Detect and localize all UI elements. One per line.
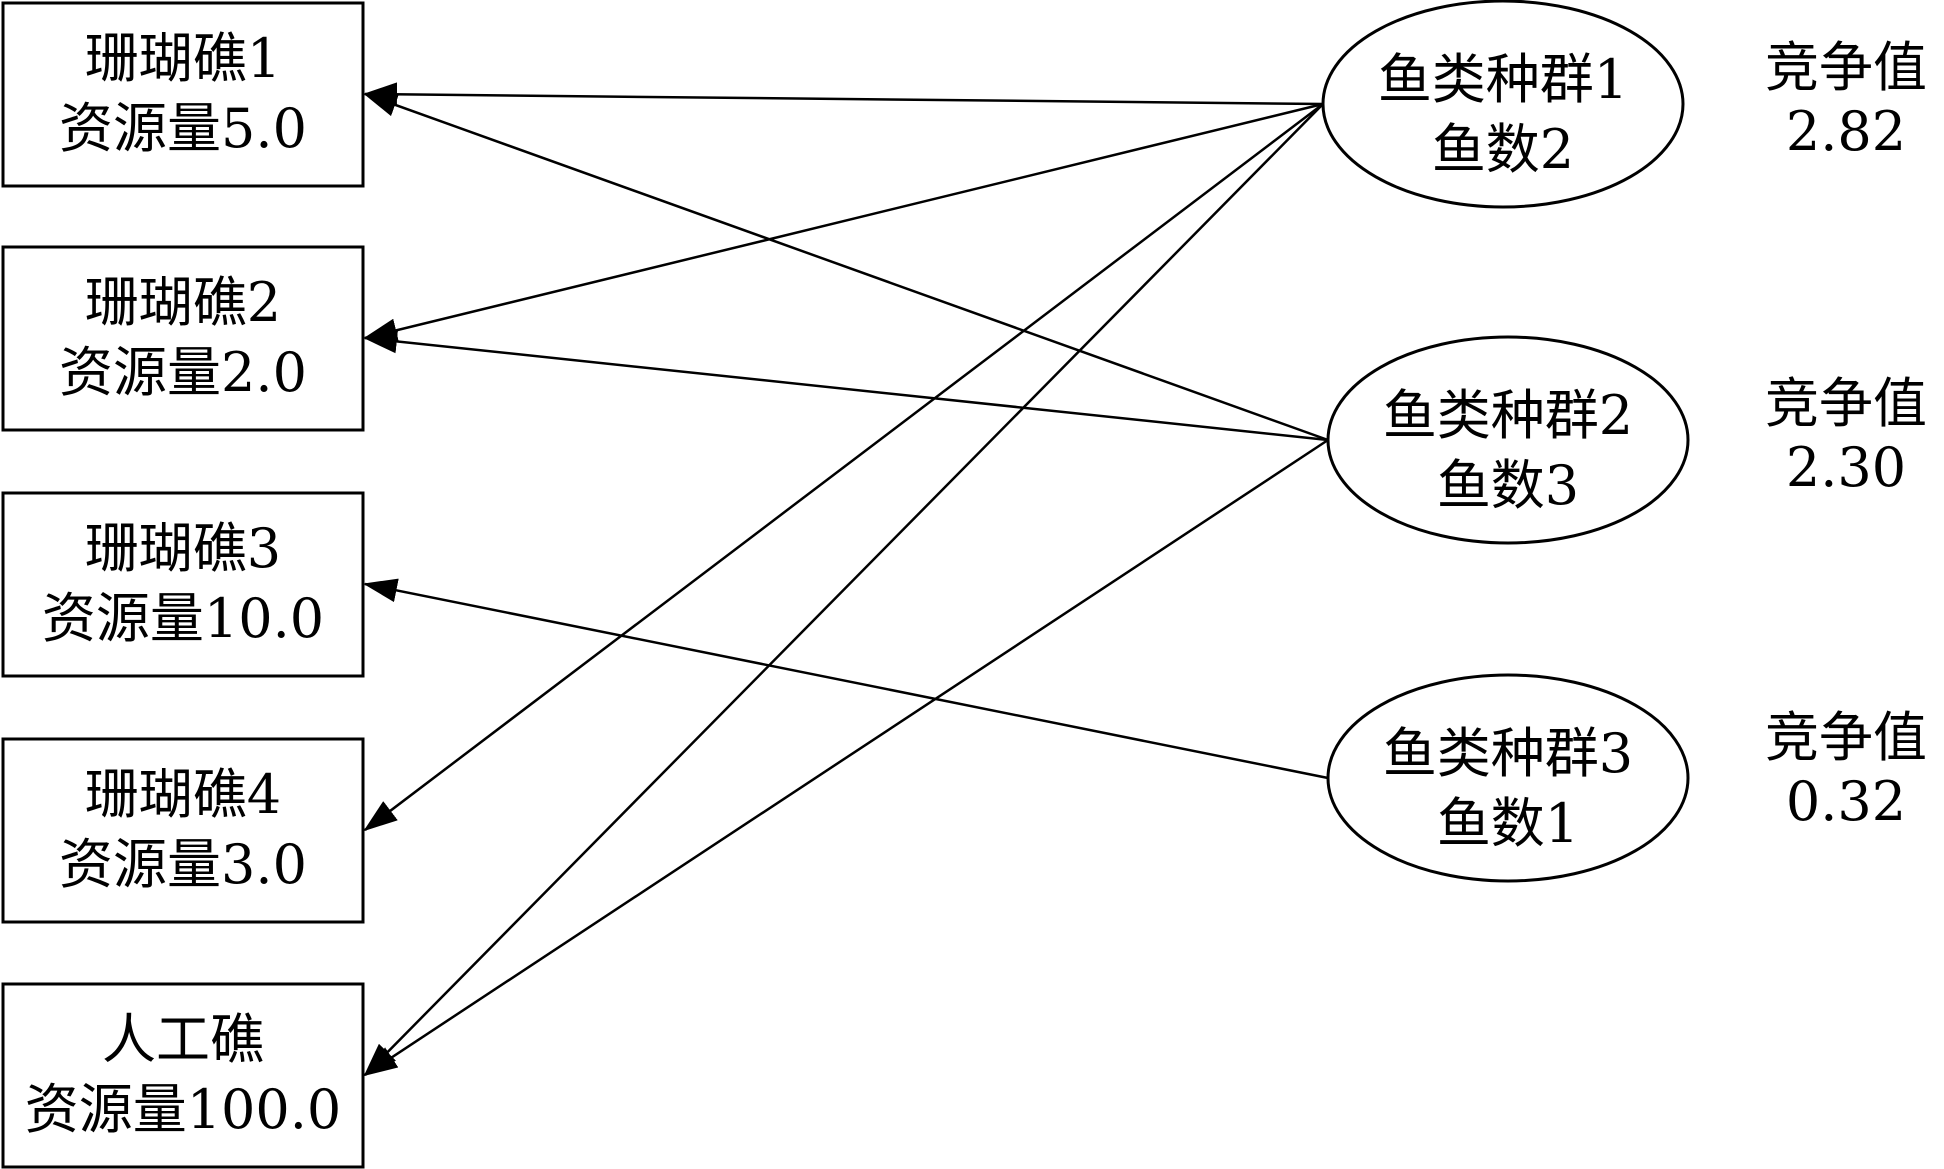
reef-node-reef4: 珊瑚礁4 资源量3.0: [1, 737, 365, 924]
fish-node-fish1: 鱼类种群1 鱼数2: [1321, 0, 1685, 209]
reef-box: [1, 491, 365, 678]
edge-fish1-to-artificial: [363, 103, 1324, 1077]
reef-name: 珊瑚礁4: [85, 763, 281, 826]
competition-fish3: 竞争值 0.32: [1765, 706, 1927, 833]
fish-count: 鱼数1: [1437, 792, 1579, 855]
reef-name: 珊瑚礁1: [85, 27, 281, 90]
competition-value: 2.82: [1786, 100, 1906, 163]
reef-box: [1, 1, 365, 188]
competition-value: 0.32: [1786, 770, 1906, 833]
fish-ellipse: [1321, 0, 1685, 209]
edges-layer: [363, 82, 1329, 1077]
reef-box: [1, 737, 365, 924]
edge-fish3-to-reef3: [363, 578, 1329, 780]
edge-fish2-to-artificial: [363, 438, 1329, 1077]
fish-ellipse: [1326, 673, 1690, 883]
reef-resource: 资源量3.0: [59, 833, 307, 896]
reef-node-reef3: 珊瑚礁3 资源量10.0: [1, 491, 365, 678]
edge-fish1-to-reef4: [363, 103, 1324, 832]
competition-label: 竞争值: [1765, 372, 1927, 435]
fish-node-fish3: 鱼类种群3 鱼数1: [1326, 673, 1690, 883]
reef-node-reef1: 珊瑚礁1 资源量5.0: [1, 1, 365, 188]
edge-fish1-to-reef1: [363, 82, 1324, 107]
fish-ellipse: [1326, 335, 1690, 545]
reef-resource: 资源量5.0: [59, 97, 307, 160]
reef-node-artificial: 人工礁 资源量100.0: [1, 982, 365, 1169]
fish-name: 鱼类种群2: [1383, 384, 1633, 447]
edge-fish2-to-reef2: [363, 329, 1329, 442]
edge-fish1-to-reef2: [363, 102, 1324, 343]
edge-fish2-to-reef1: [363, 92, 1329, 442]
reef-name: 珊瑚礁2: [85, 271, 281, 334]
fish-count: 鱼数3: [1437, 454, 1579, 517]
reef-name: 珊瑚礁3: [85, 517, 281, 580]
competition-fish1: 竞争值 2.82: [1765, 36, 1927, 163]
reef-name: 人工礁: [102, 1008, 264, 1071]
reef-box: [1, 245, 365, 432]
fish-name: 鱼类种群3: [1383, 722, 1633, 785]
fish-count: 鱼数2: [1432, 118, 1574, 181]
competition-label: 竞争值: [1765, 706, 1927, 769]
reef-resource: 资源量2.0: [59, 341, 307, 404]
fish-name: 鱼类种群1: [1378, 48, 1628, 111]
reef-node-reef2: 珊瑚礁2 资源量2.0: [1, 245, 365, 432]
competition-value: 2.30: [1786, 436, 1906, 499]
reef-resource: 资源量10.0: [42, 587, 324, 650]
fish-node-fish2: 鱼类种群2 鱼数3: [1326, 335, 1690, 545]
competition-fish2: 竞争值 2.30: [1765, 372, 1927, 499]
competition-label: 竞争值: [1765, 36, 1927, 99]
reef-box: [1, 982, 365, 1169]
reef-resource: 资源量100.0: [25, 1078, 342, 1141]
